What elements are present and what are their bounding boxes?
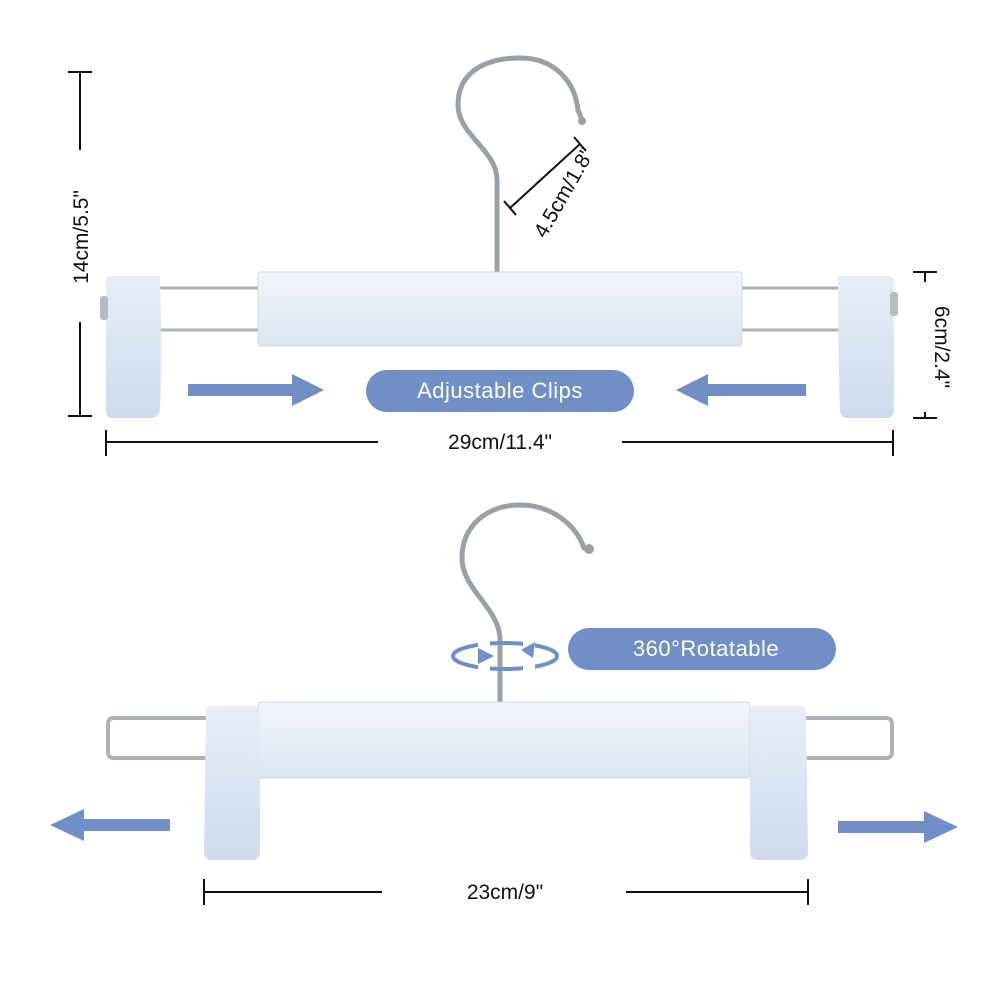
bottom-width-dimension: 23cm/9" <box>203 879 809 905</box>
adjustable-clips-pill <box>366 370 634 412</box>
bottom-hanger <box>106 502 894 860</box>
height-label: 14cm/5.5" <box>70 190 93 284</box>
hook-tip <box>584 544 594 554</box>
adjustable-clips-label: Adjustable Clips <box>417 378 583 403</box>
left-clip <box>106 276 161 418</box>
hook-tip <box>578 117 586 125</box>
left-wire-loop <box>106 716 230 760</box>
adjustable-clips-callout: Adjustable Clips <box>188 370 806 412</box>
right-clip-spring <box>890 292 898 316</box>
right-clip <box>838 276 894 418</box>
hook-dimension: 4.5cm/1.8" <box>503 136 599 242</box>
height-dimension: 14cm/5.5" <box>60 71 100 417</box>
clip-label: 6cm/2.4" <box>930 306 953 388</box>
top-width-dimension: 29cm/11.4" <box>105 430 894 456</box>
left-clip-spring <box>100 296 108 320</box>
top-width-label: 29cm/11.4" <box>448 431 552 454</box>
bottom-width-label: 23cm/9" <box>467 881 543 904</box>
arrow-right-icon <box>188 374 324 406</box>
arrow-right-icon <box>838 811 958 843</box>
rotatable-pill <box>568 628 836 670</box>
arrow-left-icon <box>676 374 806 406</box>
clip-dimension: 6cm/2.4" <box>912 271 953 419</box>
rotatable-label: 360°Rotatable <box>633 636 779 661</box>
rotatable-callout: 360°Rotatable <box>568 628 836 670</box>
hanger-bar <box>257 701 751 779</box>
top-hanger <box>100 55 898 418</box>
rotate-icon <box>451 640 559 674</box>
right-wire-loop <box>770 716 894 760</box>
hanger-bar <box>257 271 743 347</box>
right-clip <box>750 706 808 860</box>
hanger-hook-icon <box>455 55 585 275</box>
left-clip <box>204 706 260 860</box>
arrow-left-icon <box>50 809 170 841</box>
hanger-hook-icon <box>459 502 587 705</box>
